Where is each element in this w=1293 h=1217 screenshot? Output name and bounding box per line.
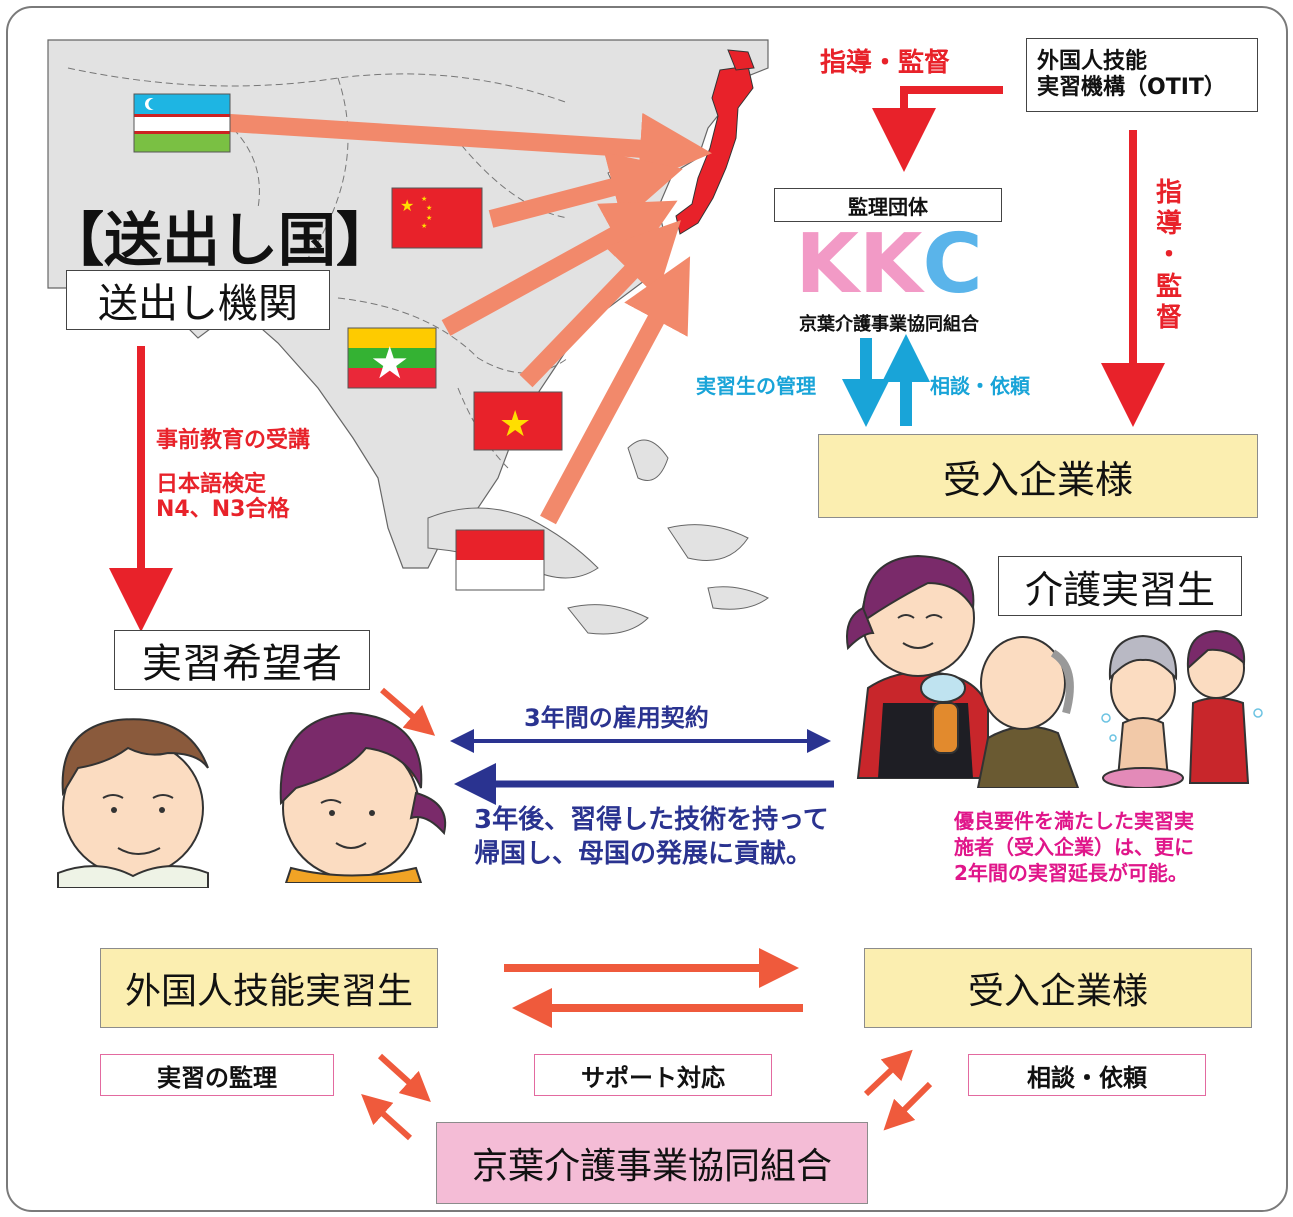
arrow-indonesia-japan xyxy=(540,256,691,525)
applicants-label: 実習希望者 xyxy=(142,641,342,687)
bottom-trainee-box: 外国人技能実習生 xyxy=(100,948,438,1028)
sending-country-title: 【送出し国】 xyxy=(46,206,395,274)
svg-text:★: ★ xyxy=(421,222,427,230)
kkc-logo-letter-1: K xyxy=(795,217,859,312)
supervision-label: 実習の監理 xyxy=(157,1063,277,1092)
indonesia-flag xyxy=(455,529,545,591)
support-tag: サポート対応 xyxy=(534,1054,772,1096)
bottom-org-box: 京葉介護事業協同組合 xyxy=(436,1122,868,1204)
pre-training-text: 事前教育の受講 xyxy=(156,428,311,453)
arrow-otit-to-supervisor xyxy=(872,86,1003,172)
extension-line3: 2年間の実習延長が可能。 xyxy=(954,861,1188,885)
bottom-org-label: 京葉介護事業協同組合 xyxy=(471,1146,832,1187)
guidance-vertical-char: 指 xyxy=(1155,178,1182,208)
trainees-box: 介護実習生 xyxy=(998,556,1242,616)
guidance-vertical-char: ・ xyxy=(1155,240,1182,271)
svg-text:★: ★ xyxy=(499,404,531,445)
uzbekistan-flag xyxy=(133,93,231,153)
svg-text:★: ★ xyxy=(426,214,432,222)
extension-line1: 優良要件を満たした実習実 xyxy=(954,809,1194,833)
guidance-horizontal-text: 指導・監督 xyxy=(820,48,951,78)
return-line2: 帰国し、母国の発展に貢献。 xyxy=(474,838,813,869)
otit-box: 外国人技能 実習機構（OTIT） xyxy=(1026,38,1258,112)
otit-line1: 外国人技能 xyxy=(1037,48,1148,74)
arrow-china-japan xyxy=(488,152,683,228)
china-flag: ★ ★ ★ ★ ★ xyxy=(391,187,483,249)
bottom-diagonal-arrows xyxy=(361,1049,933,1141)
company-label: 受入企業様 xyxy=(942,457,1133,502)
kkc-logo-letter-3: C xyxy=(922,217,983,312)
japan-shape xyxy=(675,65,754,235)
extension-note: 優良要件を満たした実習実 施者（受入企業）は、更に 2年間の実習延長が可能。 xyxy=(954,808,1194,886)
supervisor-label-box: 監理団体 xyxy=(774,188,1002,222)
male-applicant-illustration xyxy=(57,718,209,888)
return-text: 3年後、習得した技術を持って 帰国し、母国の発展に貢献。 xyxy=(474,804,829,872)
svg-text:★: ★ xyxy=(370,338,409,389)
guidance-vertical-text: 指導・監督 xyxy=(1152,178,1186,334)
arrow-uzbekistan-japan xyxy=(229,112,712,185)
jlpt-text: 日本語検定 N4、N3合格 xyxy=(156,472,289,523)
trainees-label: 介護実習生 xyxy=(1024,567,1215,612)
kkc-logo-letter-2: K xyxy=(858,217,923,312)
guidance-vertical-char: 督 xyxy=(1155,302,1182,333)
diag-arrow-trainee-down xyxy=(380,687,436,736)
bottom-company-box: 受入企業様 xyxy=(864,948,1252,1028)
extension-line2: 施者（受入企業）は、更に xyxy=(954,835,1194,859)
contract-text: 3年間の雇用契約 xyxy=(524,704,709,732)
jlpt-line1: 日本語検定 xyxy=(156,472,267,497)
management-text: 実習生の管理 xyxy=(696,374,816,398)
kkc-logo: K K C xyxy=(784,217,994,312)
supervision-tag: 実習の監理 xyxy=(100,1054,334,1096)
asia-map: ★ ★ ★ ★ ★ ★ ★ xyxy=(47,39,1165,1028)
female-applicant-illustration xyxy=(279,711,447,883)
guidance-vertical-char: 導 xyxy=(1155,209,1182,240)
bottom-company-label: 受入企業様 xyxy=(967,971,1148,1012)
applicants-box: 実習希望者 xyxy=(114,630,370,690)
consult-label: 相談・依頼 xyxy=(1027,1063,1147,1092)
return-line1: 3年後、習得した技術を持って xyxy=(474,805,829,835)
jlpt-line2: N4、N3合格 xyxy=(156,497,290,523)
myanmar-flag: ★ xyxy=(347,327,437,389)
svg-text:★: ★ xyxy=(400,196,414,215)
supervisor-org-name: 京葉介護事業協同組合 xyxy=(799,314,979,335)
otit-line2: 実習機構（OTIT） xyxy=(1037,75,1226,100)
diagram-frame: ★ ★ ★ ★ ★ ★ ★ xyxy=(6,6,1288,1212)
company-box: 受入企業様 xyxy=(818,434,1258,518)
consult-tag: 相談・依頼 xyxy=(968,1054,1206,1096)
vietnam-flag: ★ xyxy=(473,391,563,451)
svg-text:★: ★ xyxy=(426,204,432,212)
bottom-trainee-label: 外国人技能実習生 xyxy=(124,971,413,1012)
guidance-vertical-char: 監 xyxy=(1155,271,1182,302)
sending-agency-label: 送出し機関 xyxy=(98,281,298,327)
support-label: サポート対応 xyxy=(581,1063,725,1092)
svg-text:★: ★ xyxy=(421,195,427,203)
sending-agency-box: 送出し機関 xyxy=(66,270,330,330)
care-trainees-illustration xyxy=(846,554,1263,788)
consult-text: 相談・依頼 xyxy=(930,374,1030,398)
supervisor-label: 監理団体 xyxy=(848,194,928,219)
